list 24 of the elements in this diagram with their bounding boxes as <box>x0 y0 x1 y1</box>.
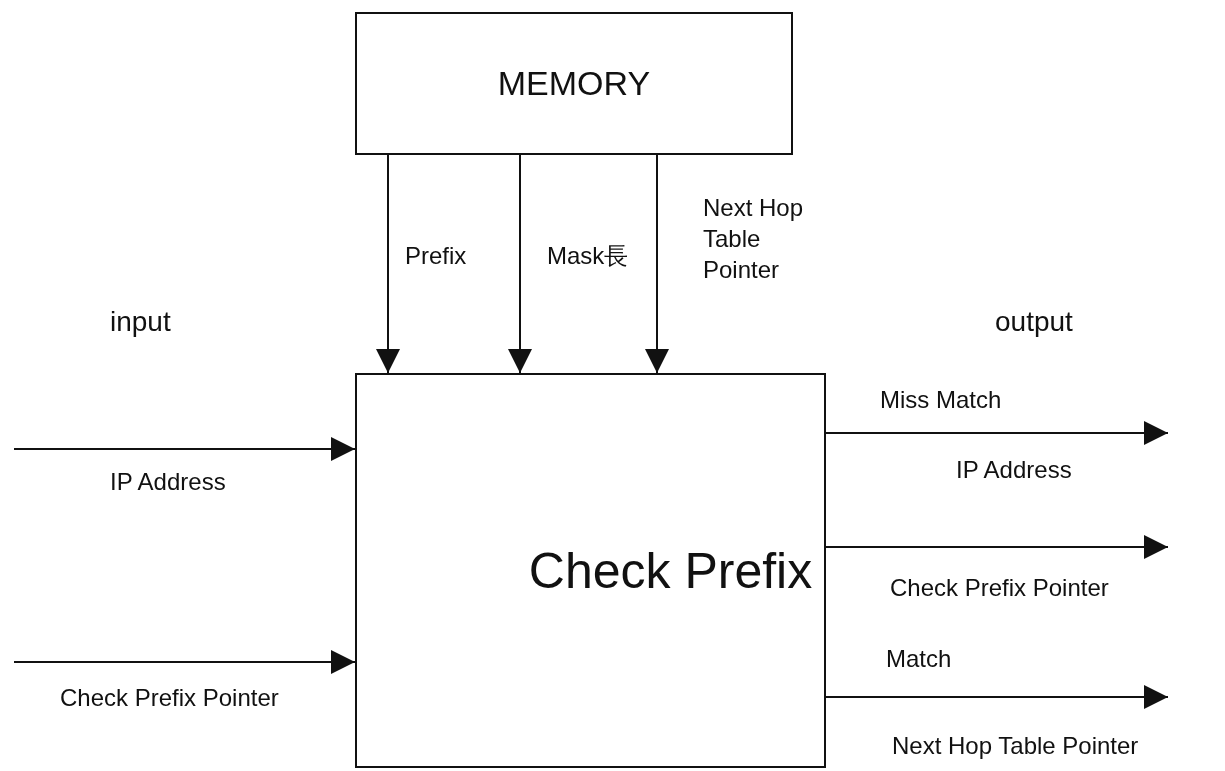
label: Match <box>886 644 952 674</box>
edge-label: Mask長 <box>547 241 629 271</box>
label: output <box>995 305 1073 339</box>
process-box <box>355 12 793 155</box>
edge-label: IP Address <box>110 467 226 497</box>
edge-label: Next Hop Table Pointer <box>892 731 1139 761</box>
arrow <box>825 685 1169 709</box>
arrow <box>13 437 356 461</box>
arrow <box>645 154 669 374</box>
label: Miss Match <box>880 385 1002 415</box>
edge-label: Check Prefix Pointer <box>60 683 279 713</box>
box-title: MEMORY <box>497 64 651 103</box>
box-title: Check Prefix <box>528 541 813 600</box>
process-box <box>355 373 826 768</box>
label: input <box>110 305 171 339</box>
arrow <box>825 535 1169 559</box>
arrow <box>376 154 400 374</box>
edge-label: IP Address <box>956 455 1072 485</box>
edge-label: Next Hop Table Pointer <box>703 193 805 286</box>
edge-label: Prefix <box>405 241 467 271</box>
arrow <box>13 650 356 674</box>
arrow <box>508 154 532 374</box>
arrow <box>825 421 1169 445</box>
edge-label: Check Prefix Pointer <box>890 573 1109 603</box>
